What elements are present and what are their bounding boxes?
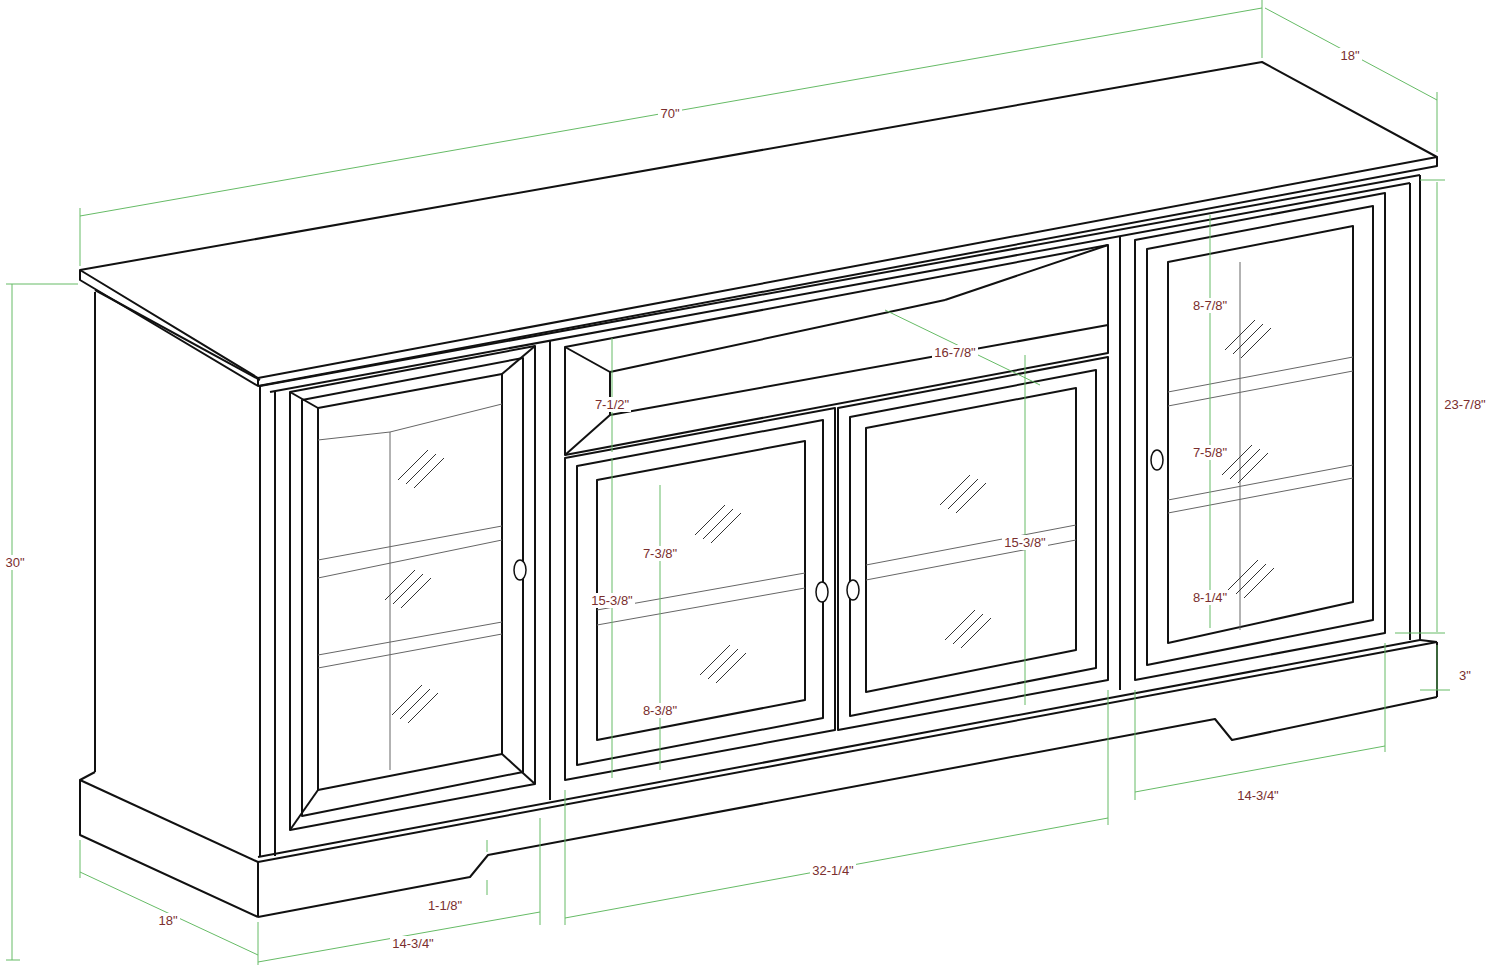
dimension-label: 18" [1338, 48, 1361, 63]
dimension-label: 7-5/8" [1191, 445, 1229, 460]
dimension-label: 23-7/8" [1442, 397, 1487, 412]
dimension-label: 14-3/4" [390, 936, 435, 951]
dimension-label: 8-3/8" [641, 703, 679, 718]
dimension-label: 70" [658, 106, 681, 121]
dimension-label: 7-1/2" [593, 397, 631, 412]
cabinet-outline [80, 62, 1437, 917]
dimension-label: 3" [1457, 668, 1473, 683]
dimension-label: 15-3/8" [1002, 535, 1047, 550]
dimension-lines [6, 0, 1450, 965]
dimension-label: 15-3/8" [589, 593, 634, 608]
dimension-label: 7-3/8" [641, 546, 679, 561]
door-knobs [514, 450, 1163, 602]
dimension-label: 16-7/8" [932, 345, 977, 360]
dimension-label: 18" [156, 913, 179, 928]
dimension-label: 1-1/8" [426, 898, 464, 913]
dimension-label: 8-1/4" [1191, 590, 1229, 605]
dimension-label: 14-3/4" [1235, 788, 1280, 803]
dimension-label: 30" [3, 555, 26, 570]
dimension-label: 32-1/4" [810, 863, 855, 878]
dimension-label: 8-7/8" [1191, 298, 1229, 313]
glass-shelves [318, 262, 1353, 770]
glass-glare [385, 320, 1274, 723]
